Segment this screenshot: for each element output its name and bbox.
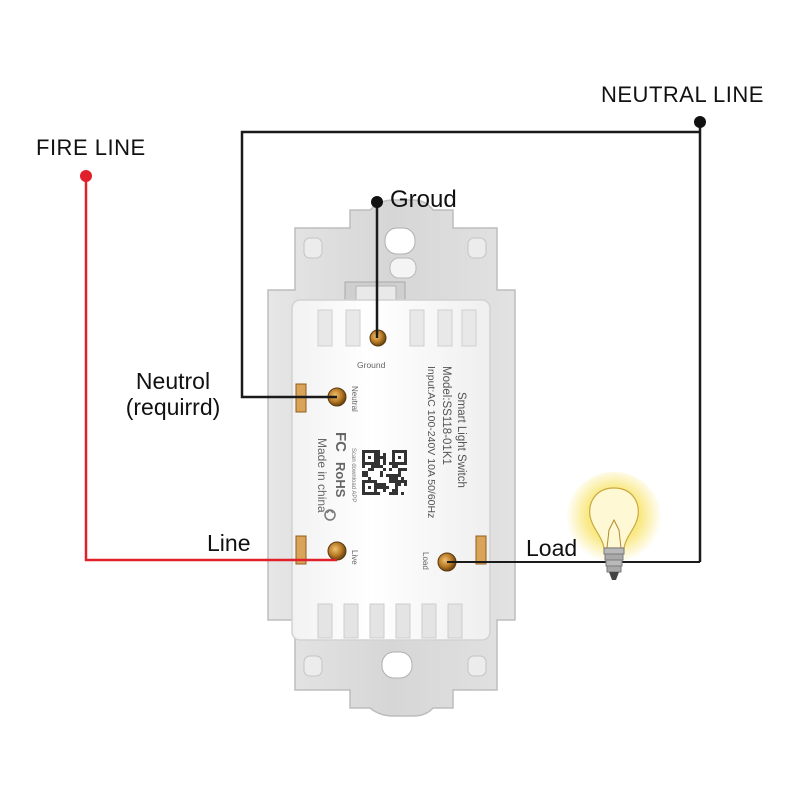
device-title: Smart Light Switch — [455, 392, 467, 488]
device-label-block: Smart Light Switch Model:SS118-01K1 Inpu… — [315, 360, 467, 570]
cert-rohs: RoHS — [333, 462, 348, 498]
neutral-top-wire — [240, 130, 700, 399]
device-model: Model:SS118-01K1 — [440, 366, 452, 465]
load-label: Load — [526, 535, 578, 561]
made-in: Made in china — [315, 438, 329, 513]
device-input: Input:AC 100-240V 10A 50/60Hz — [425, 366, 437, 518]
recycle-icon — [324, 509, 336, 521]
fire-line-dot — [80, 170, 92, 182]
neutral-terminal-title: Neutrol — [135, 368, 211, 394]
line-screw — [327, 541, 347, 561]
light-bulb-icon — [566, 472, 662, 580]
ground-dot — [371, 196, 383, 208]
term-neutral-label: Neutral — [350, 386, 359, 412]
neutral-line-dot — [694, 116, 706, 128]
term-live-label: Live — [350, 550, 359, 565]
qr-code — [362, 450, 407, 495]
wires — [84, 122, 702, 563]
cert-fc: FC — [332, 432, 349, 452]
neutral-line-label: NEUTRAL LINE — [601, 82, 764, 107]
term-ground-label: Ground — [357, 360, 386, 370]
fire-line-label: FIRE LINE — [36, 135, 146, 160]
line-label: Line — [207, 530, 251, 556]
wire-end-dots — [80, 116, 706, 208]
neutral-required-note: (requirrd) — [125, 394, 221, 420]
term-load-label: Load — [421, 552, 430, 570]
neutral-terminal-label: Neutrol (requirrd) — [98, 368, 248, 420]
scan-text: Scan download APP — [350, 448, 356, 502]
ground-label: Groud — [390, 186, 457, 213]
fire-line-wire — [84, 176, 337, 562]
